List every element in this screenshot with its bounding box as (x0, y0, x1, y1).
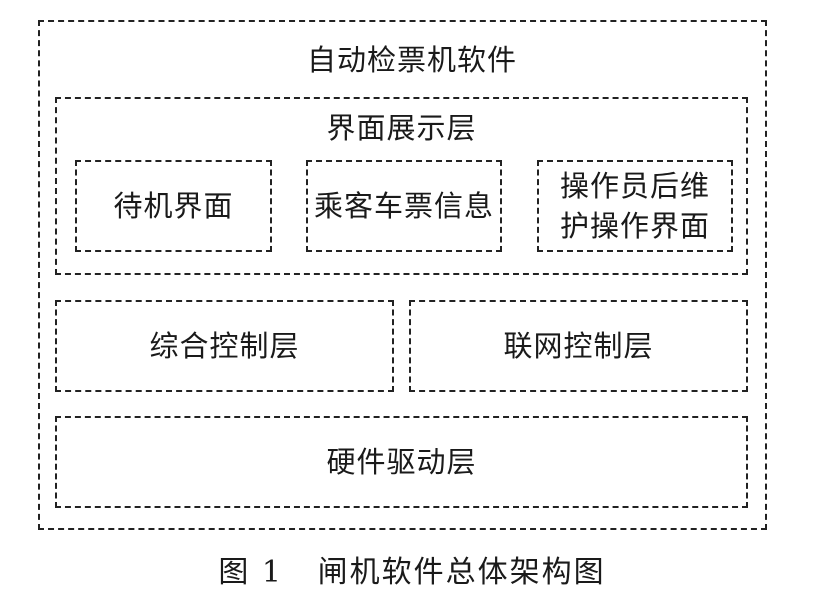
system-title: 自动检票机软件 (306, 43, 517, 77)
standby-screen-box: 待机界面 (75, 160, 272, 252)
hardware-driver-layer-box: 硬件驱动层 (55, 416, 748, 508)
operator-maintenance-box: 操作员后维 护操作界面 (537, 160, 733, 252)
system-boundary-box (38, 20, 767, 530)
network-control-layer-box: 联网控制层 (409, 300, 748, 392)
standby-screen-label: 待机界面 (113, 189, 234, 223)
integrated-control-layer-box: 综合控制层 (55, 300, 394, 392)
passenger-ticket-info-label: 乘客车票信息 (313, 189, 494, 223)
passenger-ticket-info-box: 乘客车票信息 (306, 160, 502, 252)
ui-layer-box: 界面展示层 待机界面 乘客车票信息 操作员后维 护操作界面 (55, 97, 748, 275)
network-control-layer-label: 联网控制层 (503, 329, 654, 363)
ui-layer-title: 界面展示层 (326, 111, 477, 145)
integrated-control-layer-label: 综合控制层 (149, 329, 300, 363)
figure-caption: 图 1 闸机软件总体架构图 (218, 555, 606, 590)
hardware-driver-layer-label: 硬件驱动层 (326, 445, 477, 479)
operator-maintenance-label: 操作员后维 护操作界面 (559, 169, 710, 243)
